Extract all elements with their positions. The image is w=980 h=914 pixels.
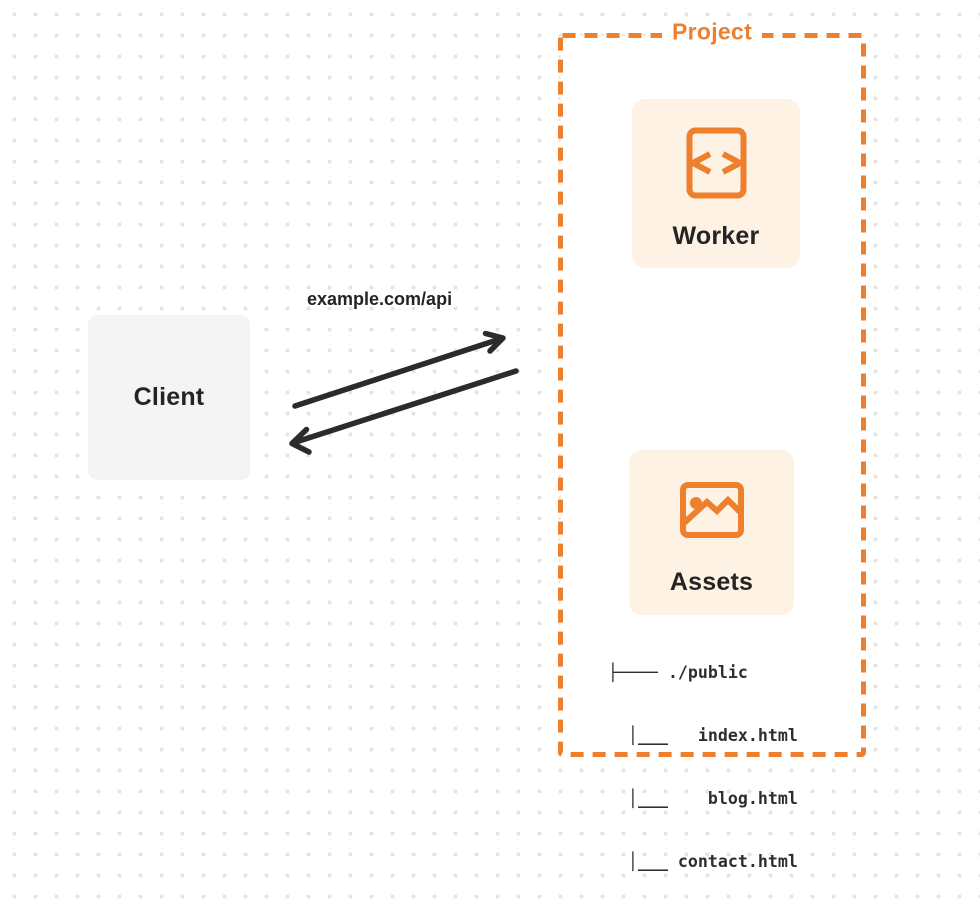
client-box: Client bbox=[88, 315, 250, 480]
diagram-canvas: { "client": { "label": "Client" }, "requ… bbox=[0, 0, 980, 871]
response-arrow bbox=[289, 368, 519, 455]
file-tree-line: │___ contact.html bbox=[608, 852, 798, 871]
worker-card: Worker bbox=[632, 99, 800, 268]
image-icon bbox=[679, 482, 744, 540]
file-tree-line: │___ blog.html bbox=[608, 789, 798, 808]
worker-label: Worker bbox=[672, 222, 760, 250]
project-container: Project Worker Assets ├──── ./public │__… bbox=[558, 18, 866, 871]
assets-card: Assets bbox=[629, 450, 794, 615]
file-tree: ├──── ./public │___ index.html │___ blog… bbox=[608, 620, 798, 914]
project-title: Project bbox=[661, 18, 763, 46]
file-tree-line: │___ index.html bbox=[608, 726, 798, 745]
code-file-icon bbox=[686, 127, 747, 199]
assets-label: Assets bbox=[669, 568, 754, 596]
request-arrow bbox=[292, 330, 506, 409]
client-label: Client bbox=[133, 383, 205, 411]
file-tree-line: ├──── ./public bbox=[608, 663, 748, 682]
request-url-label: example.com/api bbox=[307, 289, 453, 309]
